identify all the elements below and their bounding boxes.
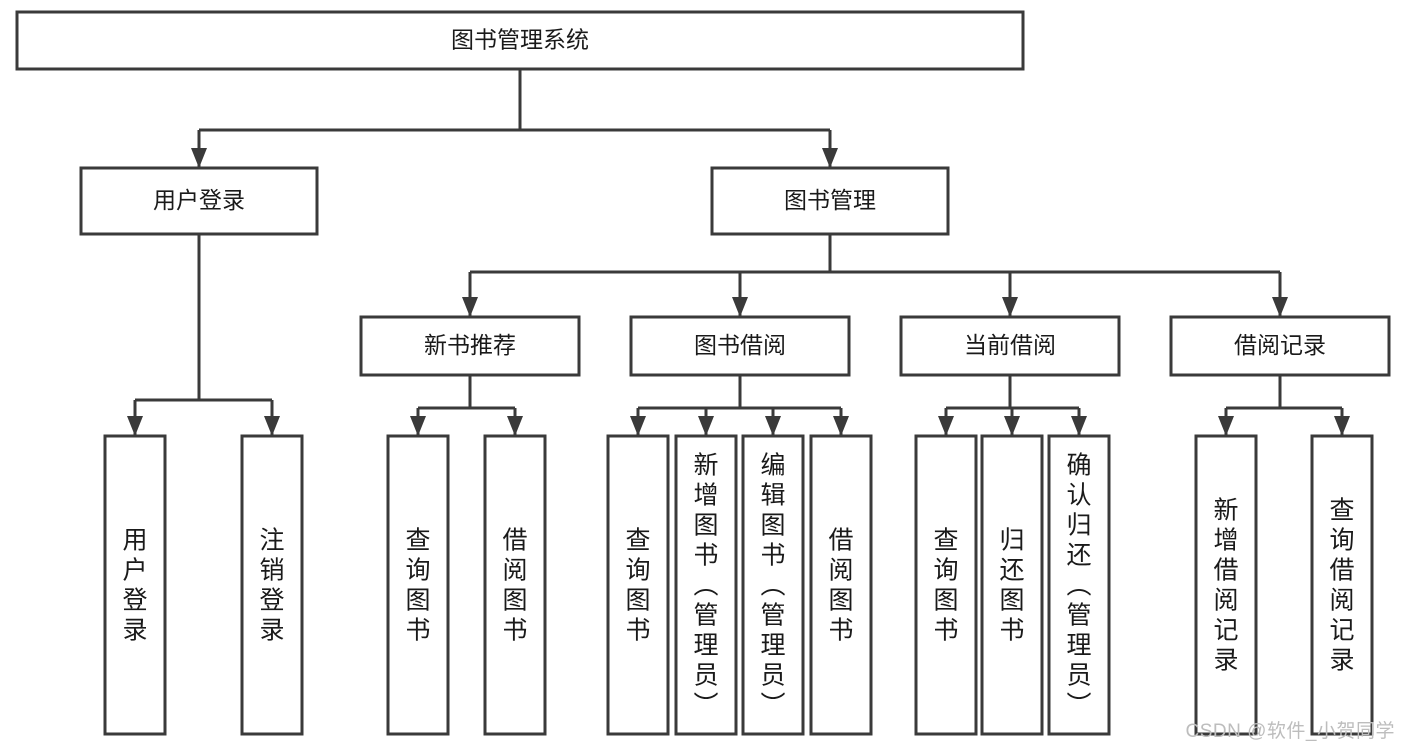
node-label: 注销登录 [259, 526, 284, 644]
node-label: 借阅图书 [502, 526, 527, 644]
node-box[interactable] [483, 434, 547, 736]
arrow-head-icon [938, 416, 954, 436]
node-leaf[interactable]: 注销登录 [240, 434, 304, 736]
node-label: 新书推荐 [424, 332, 516, 358]
node-leaf[interactable]: 新增借阅记录 [1194, 434, 1258, 736]
node-box[interactable] [79, 166, 319, 236]
arrow-head-icon [698, 416, 714, 436]
node-label: 编辑图书︵管理员︶ [760, 451, 785, 719]
arrow-head-icon [822, 148, 838, 168]
arrow-head-icon [1002, 297, 1018, 317]
arrow-head-icon [127, 416, 143, 436]
arrow-head-icon [1218, 416, 1234, 436]
node-box[interactable] [606, 434, 670, 736]
node-root[interactable]: 图书管理系统 [15, 10, 1025, 71]
node-label: 图书管理系统 [451, 27, 589, 53]
node-leaf[interactable]: 查询图书 [386, 434, 450, 736]
node-box[interactable] [674, 434, 738, 736]
node-label: 新增借阅记录 [1213, 496, 1238, 674]
node-label: 查询图书 [625, 526, 650, 644]
node-label: 借阅记录 [1234, 332, 1326, 358]
node-box[interactable] [103, 434, 167, 736]
node-label: 当前借阅 [964, 332, 1056, 358]
arrow-head-icon [1272, 297, 1288, 317]
node-box[interactable] [1310, 434, 1374, 736]
node-label: 查询图书 [933, 526, 958, 644]
node-leaf[interactable]: 借阅图书 [483, 434, 547, 736]
node-box[interactable] [1169, 315, 1391, 377]
node-box[interactable] [386, 434, 450, 736]
node-label: 用户登录 [122, 526, 147, 644]
node-level2[interactable]: 图书管理 [710, 166, 950, 236]
node-level3[interactable]: 当前借阅 [899, 315, 1121, 377]
node-box[interactable] [629, 315, 851, 377]
node-box[interactable] [741, 434, 805, 736]
node-level2[interactable]: 用户登录 [79, 166, 319, 236]
node-box[interactable] [899, 315, 1121, 377]
arrow-head-icon [1071, 416, 1087, 436]
node-label: 查询图书 [405, 526, 430, 644]
arrow-head-icon [410, 416, 426, 436]
arrow-head-icon [833, 416, 849, 436]
node-box[interactable] [809, 434, 873, 736]
node-leaf[interactable]: 用户登录 [103, 434, 167, 736]
node-box[interactable] [980, 434, 1044, 736]
node-leaf[interactable]: 查询图书 [914, 434, 978, 736]
arrow-head-icon [507, 416, 523, 436]
node-label: 查询借阅记录 [1329, 496, 1354, 674]
nodes-layer: 图书管理系统用户登录图书管理新书推荐图书借阅当前借阅借阅记录用户登录注销登录查询… [15, 10, 1391, 736]
arrow-head-icon [630, 416, 646, 436]
node-leaf[interactable]: 确认归还︵管理员︶ [1047, 434, 1111, 736]
arrow-head-icon [765, 416, 781, 436]
node-label: 新增图书︵管理员︶ [693, 451, 718, 719]
node-leaf[interactable]: 编辑图书︵管理员︶ [741, 434, 805, 736]
node-box[interactable] [240, 434, 304, 736]
arrow-head-icon [1334, 416, 1350, 436]
arrow-head-icon [191, 148, 207, 168]
node-leaf[interactable]: 查询图书 [606, 434, 670, 736]
node-label: 图书管理 [784, 187, 876, 213]
node-level3[interactable]: 图书借阅 [629, 315, 851, 377]
node-box[interactable] [1047, 434, 1111, 736]
node-box[interactable] [15, 10, 1025, 71]
arrow-head-icon [462, 297, 478, 317]
node-leaf[interactable]: 借阅图书 [809, 434, 873, 736]
edges-layer [127, 69, 1350, 436]
node-level3[interactable]: 借阅记录 [1169, 315, 1391, 377]
node-leaf[interactable]: 归还图书 [980, 434, 1044, 736]
node-level3[interactable]: 新书推荐 [359, 315, 581, 377]
node-label: 归还图书 [999, 526, 1024, 644]
node-label: 确认归还︵管理员︶ [1066, 451, 1091, 719]
node-label: 用户登录 [153, 187, 245, 213]
arrow-head-icon [1004, 416, 1020, 436]
arrow-head-icon [732, 297, 748, 317]
node-leaf[interactable]: 新增图书︵管理员︶ [674, 434, 738, 736]
node-leaf[interactable]: 查询借阅记录 [1310, 434, 1374, 736]
node-label: 图书借阅 [694, 332, 786, 358]
node-box[interactable] [914, 434, 978, 736]
arrow-head-icon [264, 416, 280, 436]
node-box[interactable] [710, 166, 950, 236]
node-box[interactable] [1194, 434, 1258, 736]
node-label: 借阅图书 [828, 526, 853, 644]
node-box[interactable] [359, 315, 581, 377]
